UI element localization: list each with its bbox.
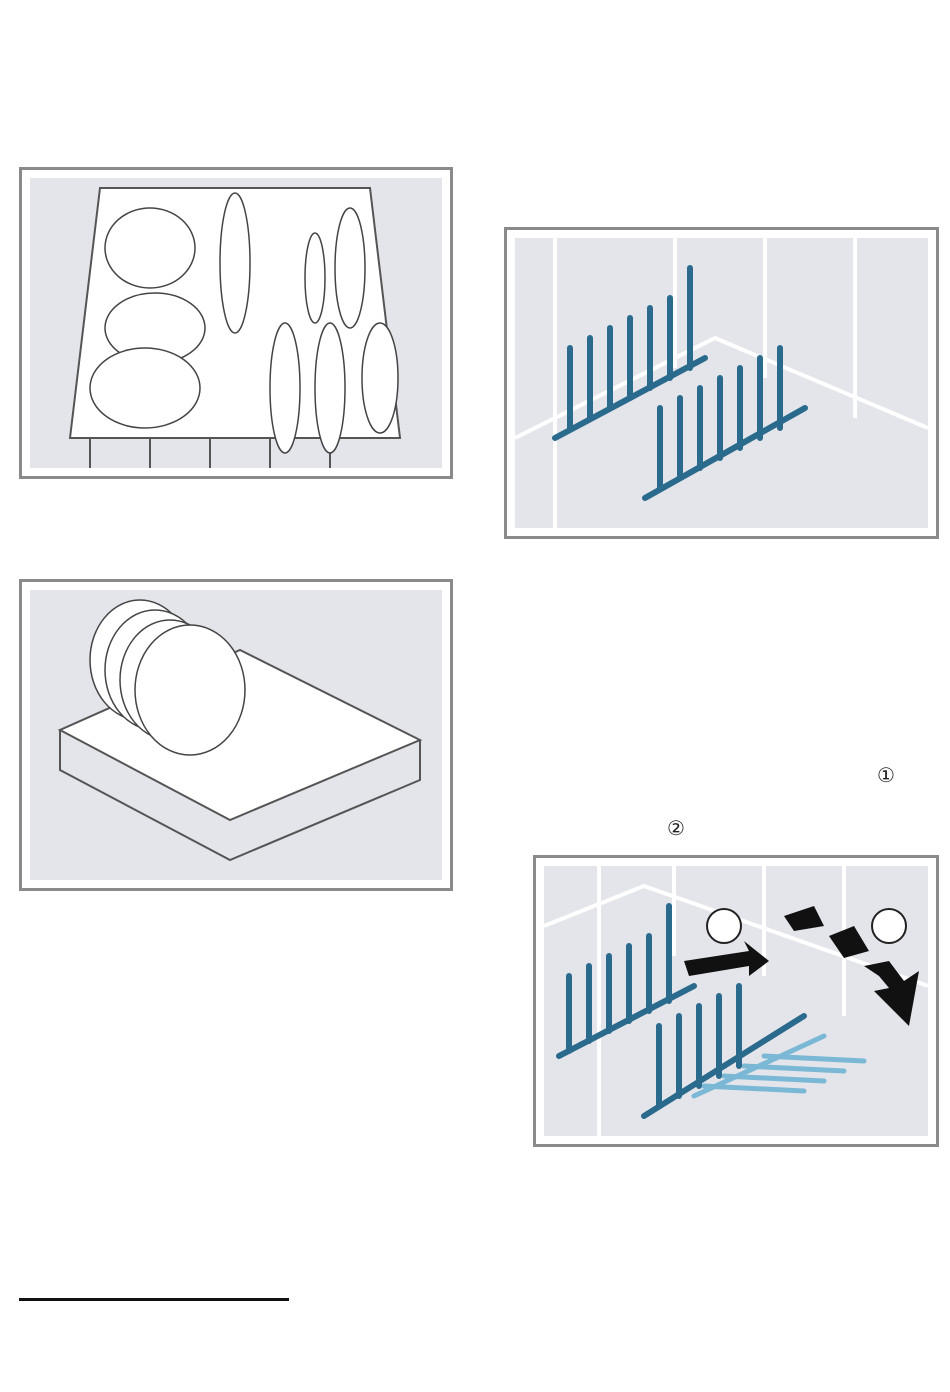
- tines-illustration: [544, 866, 928, 1136]
- figure-fold-tines-steps: [533, 855, 939, 1147]
- dish-rack-illustration: [30, 178, 442, 468]
- dish-rack-illustration: [30, 590, 442, 880]
- callout-1: ①: [877, 765, 895, 787]
- curved-arrow-icon: [784, 906, 919, 1026]
- footnote-divider: [19, 1298, 289, 1301]
- step-circle: [706, 908, 742, 944]
- step-circle: [871, 908, 907, 944]
- tines: [552, 265, 808, 501]
- callout-2: ②: [667, 818, 685, 840]
- figure-upper-basket: [19, 167, 453, 479]
- figure-lower-basket: [19, 579, 453, 891]
- figure-fold-tines: [504, 227, 939, 539]
- arrow-icon: [684, 941, 769, 976]
- tines-illustration: [515, 238, 928, 528]
